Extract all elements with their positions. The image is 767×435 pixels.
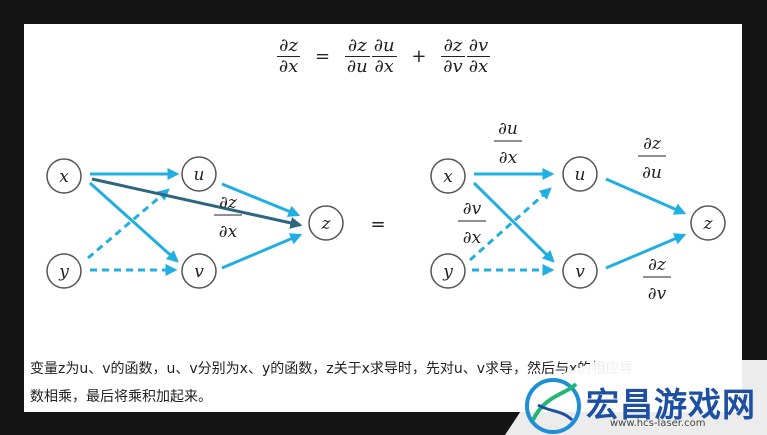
fraction-dz-dx: ∂z∂x [276, 35, 301, 77]
node-x-right: x [430, 158, 466, 194]
chain-rule-formula: ∂z∂x = ∂z∂u∂u∂x + ∂z∂v∂v∂x [0, 36, 767, 77]
svg-text:∂x: ∂x [463, 228, 482, 248]
node-z-left: z [308, 205, 344, 241]
svg-text:y: y [442, 262, 453, 282]
svg-text:∂z: ∂z [643, 134, 662, 154]
node-u-left: u [181, 156, 217, 192]
fraction-du-dx: ∂u∂x [371, 35, 397, 77]
svg-text:y: y [58, 262, 69, 282]
fraction-dv-dx: ∂v∂x [466, 35, 491, 77]
arrow-x-to-z-dark [91, 177, 303, 229]
plus-sign: + [411, 46, 427, 67]
arrow-x-to-v-left [88, 181, 179, 263]
node-v-right: v [562, 253, 598, 289]
label-dz-dx-left: ∂z ∂x [214, 193, 242, 242]
svg-text:v: v [194, 262, 204, 282]
caption-line-2: 数相乘，最后将乘积加起来。 [30, 389, 212, 405]
svg-text:∂v: ∂v [648, 284, 667, 304]
node-z-right: z [690, 205, 726, 241]
watermark-url: www.hcs-laser.com [610, 418, 706, 429]
arrow-y-to-u-right-dashed [469, 187, 552, 262]
arrow-v-to-z-right [605, 233, 687, 270]
svg-text:z: z [703, 214, 714, 234]
svg-text:∂u: ∂u [498, 119, 518, 139]
node-y-right: y [430, 253, 466, 289]
arrow-x-to-v-right [472, 181, 555, 263]
svg-text:∂z: ∂z [219, 193, 238, 213]
svg-text:∂x: ∂x [499, 148, 518, 168]
arrow-u-to-z-left [221, 182, 301, 217]
svg-text:v: v [575, 262, 585, 282]
node-x-left: x [46, 158, 82, 194]
svg-text:∂u: ∂u [642, 163, 662, 183]
svg-text:u: u [575, 165, 586, 185]
watermark-text: 宏昌游戏网 [586, 385, 756, 424]
svg-text:z: z [321, 214, 332, 234]
svg-text:∂v: ∂v [463, 199, 482, 219]
node-u-right: u [562, 156, 598, 192]
label-dz-du-right: ∂z ∂u [638, 134, 666, 183]
svg-text:u: u [194, 165, 205, 185]
arrow-v-to-z-left [221, 233, 303, 270]
node-v-left: v [181, 253, 217, 289]
svg-text:∂x: ∂x [219, 222, 238, 242]
node-y-left: y [46, 253, 82, 289]
figure-card [24, 24, 742, 412]
svg-text:x: x [443, 167, 453, 187]
caption-line-1: 变量z为u、v的函数，u、v分别为x、y的函数，z关于x求导时，先对u、v求导，… [30, 361, 634, 377]
fraction-dz-du: ∂z∂u [344, 35, 370, 77]
equals-sign: = [315, 46, 331, 67]
label-du-dx-right: ∂u ∂x [494, 119, 522, 168]
label-dz-dv-right: ∂z ∂v [643, 255, 671, 304]
svg-text:x: x [59, 167, 69, 187]
diagram-equals-sign: = [370, 214, 385, 235]
arrow-y-to-u-left-dashed [87, 188, 170, 260]
label-dv-dx-right: ∂v ∂x [458, 199, 486, 248]
svg-text:∂z: ∂z [648, 255, 667, 275]
caption: 变量z为u、v的函数，u、v分别为x、y的函数，z关于x求导时，先对u、v求导，… [30, 355, 720, 411]
arrow-u-to-z-right [605, 177, 687, 215]
fraction-dz-dv: ∂z∂v [441, 35, 465, 77]
